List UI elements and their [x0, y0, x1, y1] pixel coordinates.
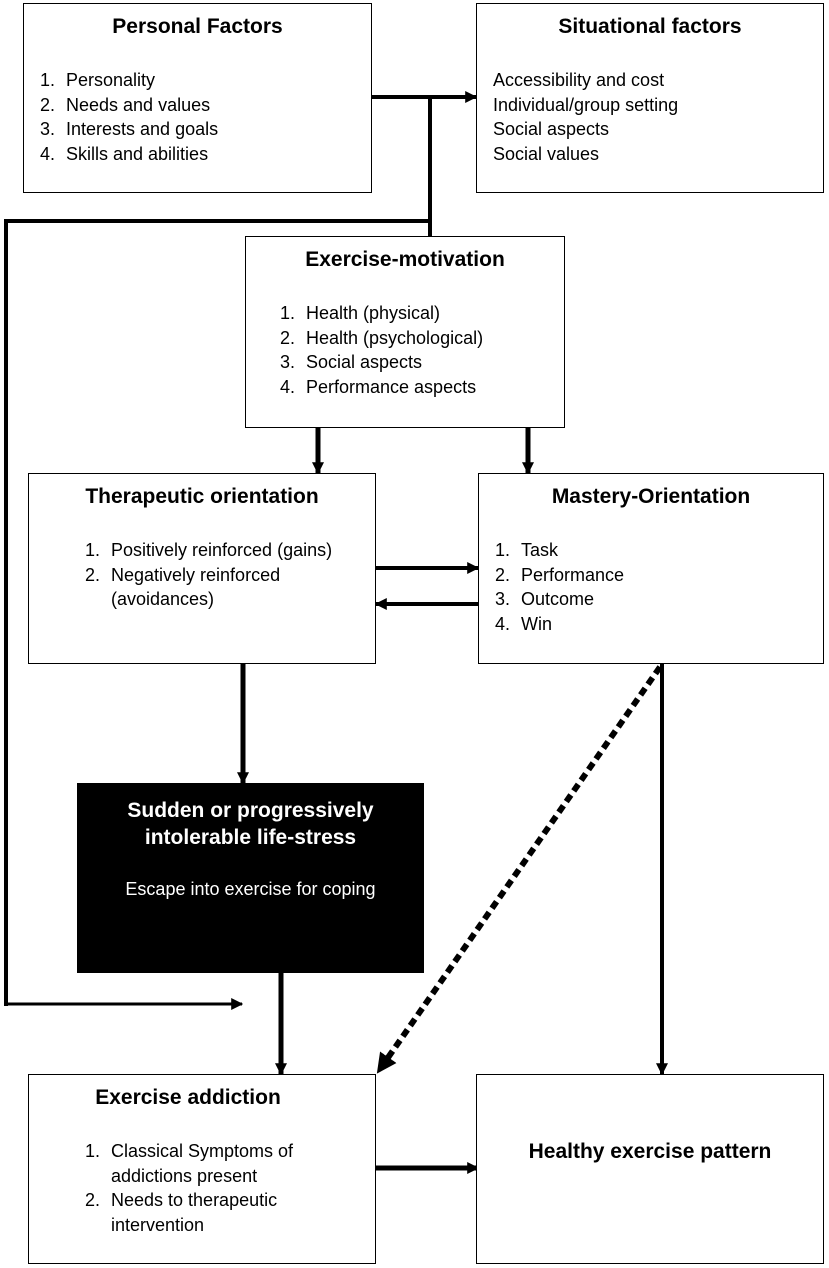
list-item: Positively reinforced (gains)	[105, 538, 355, 563]
list-item: Needs to therapeutic intervention	[105, 1188, 375, 1237]
life-stress-subtitle: Escape into exercise for coping	[125, 879, 376, 899]
exercise-motivation-list: Health (physical) Health (psychological)…	[264, 301, 483, 399]
personal-factors-list: Personality Needs and values Interests a…	[24, 68, 218, 166]
list-item: Interests and goals	[60, 117, 218, 142]
therapeutic-orientation-box: Therapeutic orientation Positively reinf…	[28, 473, 376, 664]
list-item: Task	[515, 538, 624, 563]
list-item: Accessibility and cost	[493, 70, 665, 90]
mastery-to-addiction-dotted-arrow	[375, 665, 663, 1074]
list-item: Health (physical)	[300, 301, 483, 326]
life-stress-title-line2: intolerable life-stress	[144, 826, 357, 849]
exercise-addiction-box: Exercise addiction Classical Symptoms of…	[28, 1074, 376, 1264]
list-item: Social aspects	[493, 119, 610, 139]
list-item: Health (psychological)	[300, 326, 483, 351]
list-item: Needs and values	[60, 93, 218, 118]
list-item: Win	[515, 612, 624, 637]
personal-factors-box: Personal Factors Personality Needs and v…	[23, 3, 372, 193]
exercise-addiction-title: Exercise addiction	[95, 1086, 281, 1109]
list-item: Social aspects	[300, 350, 483, 375]
healthy-exercise-pattern-box: Healthy exercise pattern	[476, 1074, 824, 1264]
situational-factors-title: Situational factors	[558, 15, 742, 38]
life-stress-title-line1: Sudden or progressively	[127, 799, 374, 822]
mastery-orientation-box: Mastery-Orientation Task Performance Out…	[478, 473, 824, 664]
therapeutic-orientation-list: Positively reinforced (gains) Negatively…	[69, 538, 355, 612]
mastery-orientation-title: Mastery-Orientation	[551, 485, 751, 508]
list-item: Skills and abilities	[60, 142, 218, 167]
situational-factors-box: Situational factors Accessibility and co…	[476, 3, 824, 193]
list-item: Individual/group setting	[493, 94, 679, 115]
mastery-orientation-list: Task Performance Outcome Win	[479, 538, 624, 636]
exercise-motivation-title: Exercise-motivation	[305, 248, 505, 271]
list-item: Personality	[60, 68, 218, 93]
list-item: Negatively reinforced (avoidances)	[105, 563, 355, 612]
exercise-addiction-list: Classical Symptoms of addictions present…	[69, 1139, 375, 1237]
healthy-exercise-pattern-title: Healthy exercise pattern	[528, 1140, 772, 1163]
situational-factors-list: Accessibility and cost Individual/group …	[493, 68, 678, 166]
list-item: Classical Symptoms of addictions present	[105, 1139, 375, 1188]
list-item: Performance aspects	[300, 375, 483, 400]
personal-factors-title: Personal Factors	[112, 15, 283, 38]
life-stress-box: Sudden or progressively intolerable life…	[77, 783, 424, 973]
list-item: Social values	[493, 143, 600, 164]
therapeutic-orientation-title: Therapeutic orientation	[85, 485, 319, 508]
list-item: Performance	[515, 563, 624, 588]
list-item: Outcome	[515, 587, 624, 612]
exercise-motivation-box: Exercise-motivation Health (physical) He…	[245, 236, 565, 428]
